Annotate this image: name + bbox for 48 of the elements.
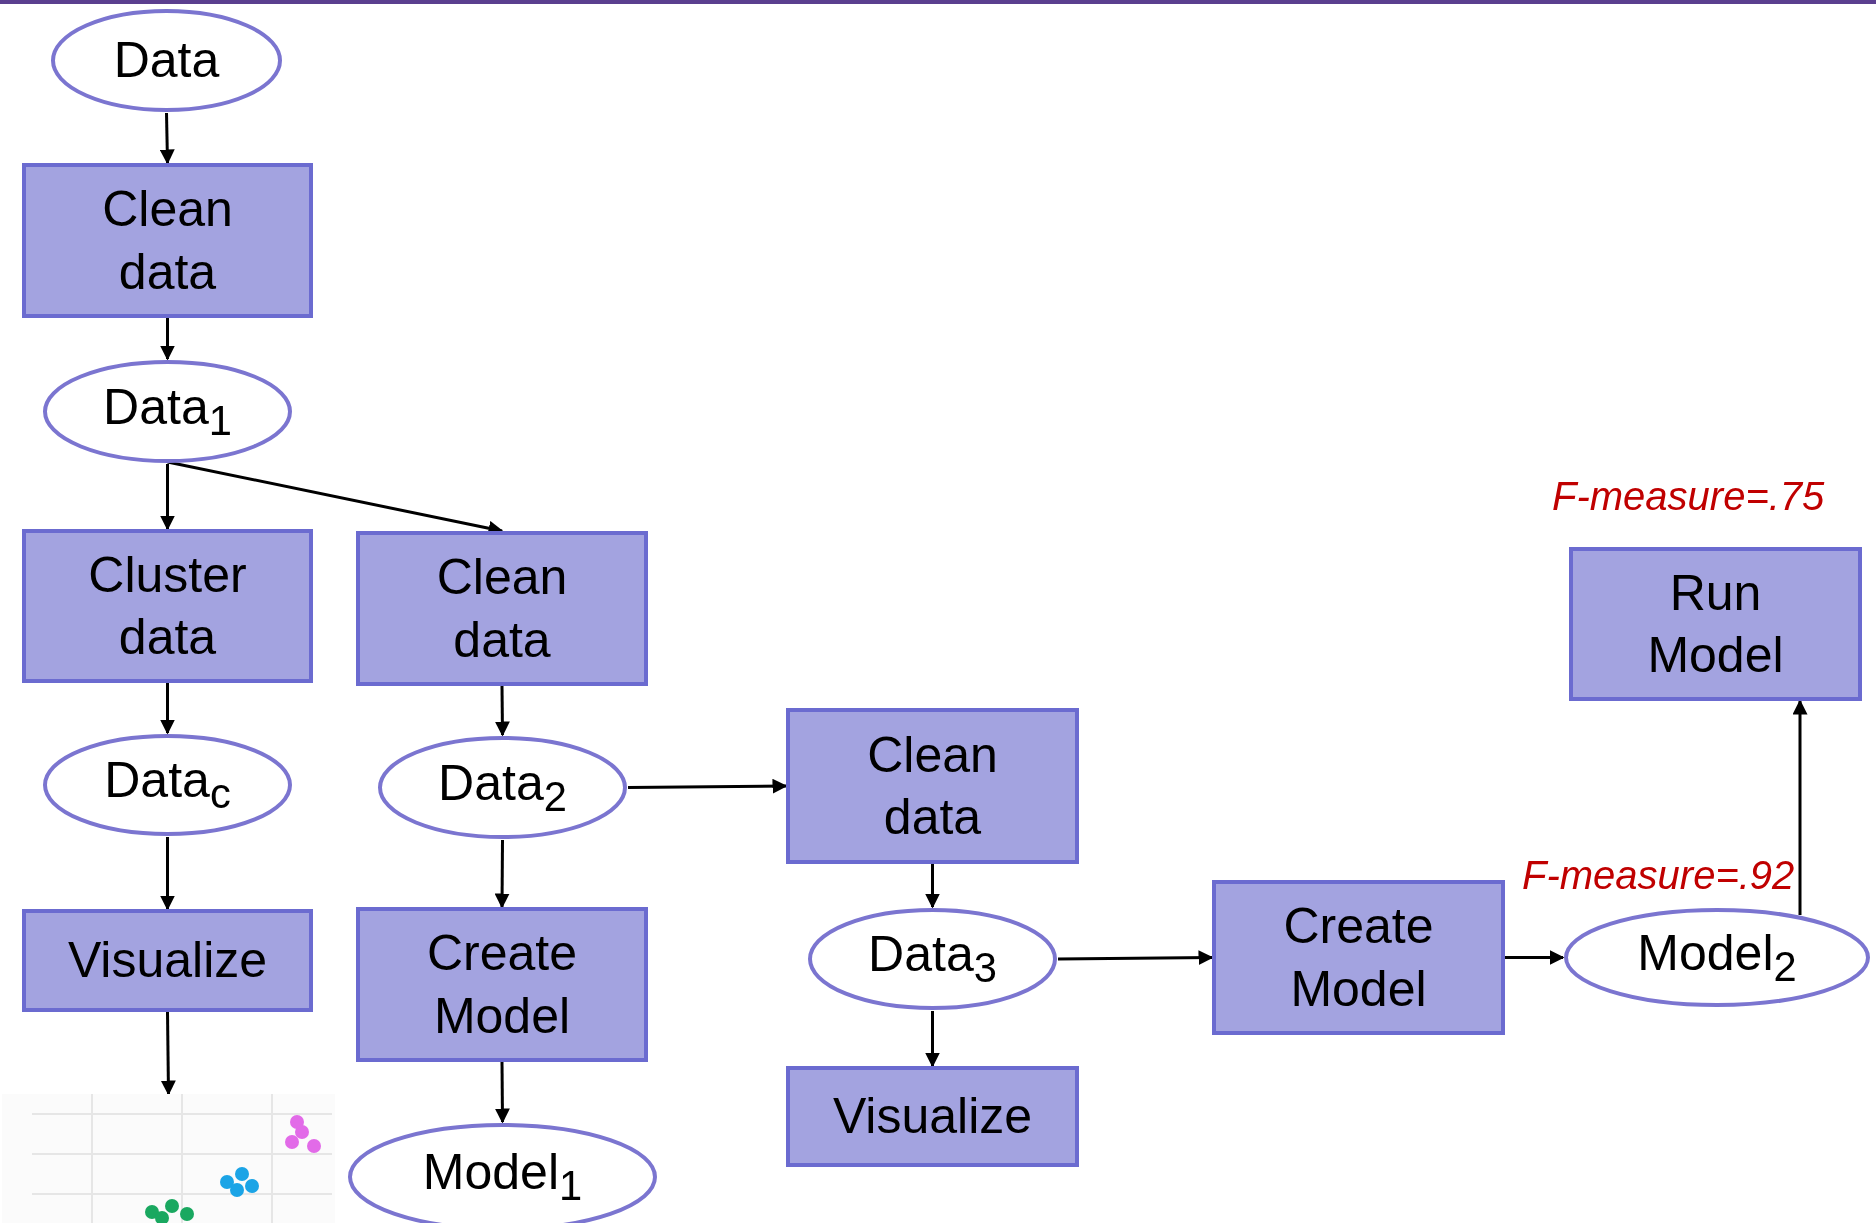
arrow [925, 1011, 940, 1068]
process-box [786, 708, 1079, 864]
arrow [160, 1011, 176, 1096]
node-label: Visualize [67, 931, 268, 991]
arrow [160, 837, 175, 911]
arrow [628, 778, 788, 794]
node-label: Data$_{3}$ [868, 925, 997, 994]
arrow [494, 686, 510, 737]
data-ellipse [1563, 907, 1871, 1008]
node-label: Cluster data [87, 545, 248, 667]
node-label: Data$_{2}$ [438, 753, 567, 822]
arrow [160, 464, 175, 531]
process-box [22, 909, 313, 1012]
node-label: Data$_{1}$ [103, 377, 232, 446]
process-box [22, 163, 313, 318]
process-box [22, 529, 313, 683]
data-ellipse [42, 733, 293, 837]
node-label: Clean data [101, 180, 234, 302]
data-ellipse [50, 8, 283, 113]
data-ellipse [377, 735, 628, 840]
arrow [494, 840, 510, 909]
node-label: Visualize [832, 1087, 1033, 1147]
score-label: F-measure=.92 [1522, 853, 1795, 898]
data-ellipse [807, 907, 1058, 1011]
arrow [1792, 699, 1808, 915]
node-label: Run Model [1646, 563, 1785, 685]
node-label: Data [113, 31, 220, 91]
node-label: Model$_{1}$ [422, 1143, 583, 1212]
node-label: Create Model [425, 924, 579, 1046]
process-box [1212, 880, 1505, 1035]
node-label: Clean data [435, 548, 569, 670]
node-label: Create Model [1282, 897, 1435, 1019]
arrow [159, 112, 175, 165]
arrow [160, 683, 175, 735]
arrow [925, 864, 940, 909]
process-box [356, 907, 648, 1062]
arrow [1505, 950, 1565, 965]
process-box [356, 531, 648, 686]
node-label: Clean data [866, 725, 999, 847]
node-label: Data$_{c}$ [104, 751, 231, 820]
data-ellipse [42, 359, 293, 464]
arrow [1058, 950, 1214, 966]
score-label: F-measure=.75 [1552, 474, 1825, 519]
node-label: Model$_{2}$ [1637, 923, 1797, 992]
process-box [786, 1066, 1079, 1167]
arrow [160, 318, 175, 361]
arrow [494, 1062, 510, 1124]
process-box [1569, 547, 1862, 701]
